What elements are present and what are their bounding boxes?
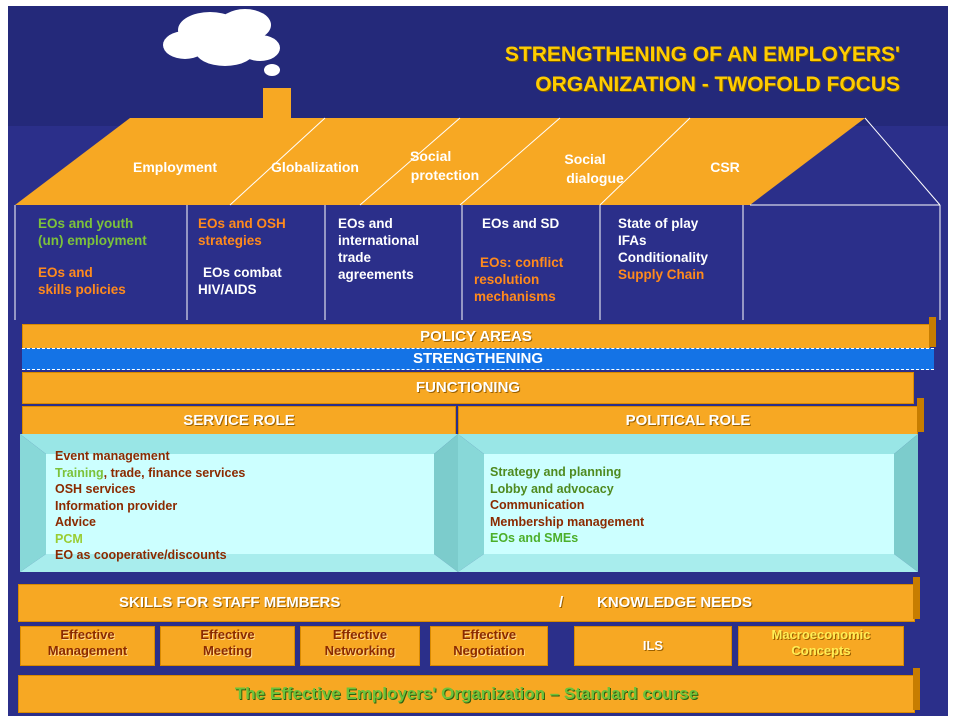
column-csr: State of play IFAs Conditionality Supply…: [618, 216, 708, 282]
service-item: EO as cooperative/discounts: [55, 548, 227, 562]
column-social-dialogue: EOs and SD EOs: conflict resolution mech…: [474, 216, 564, 304]
roof-label-social-protection: Social protection: [410, 148, 480, 183]
service-item: OSH services: [55, 482, 136, 496]
column-social-protection: EOs and international trade agreements: [338, 216, 420, 282]
standard-course-bar: The Effective Employers' Organization – …: [18, 675, 915, 713]
title-line-1: STRENGTHENING OF AN EMPLOYERS': [504, 43, 900, 66]
political-item: EOs and SMEs: [490, 531, 579, 545]
service-items-list: Event management Training, trade, financ…: [55, 448, 245, 564]
column-employment: EOs and youth (un) employment EOs and sk…: [38, 216, 147, 297]
political-item: Communication: [490, 498, 585, 512]
service-item: Event management: [55, 449, 170, 463]
political-item: Strategy and planning: [490, 465, 622, 479]
roof-label-social-dialogue: Social dialogue: [564, 151, 624, 186]
skills-left-label: SKILLS FOR STAFF MEMBERS: [119, 594, 341, 611]
roof: [15, 118, 865, 205]
skills-separator: /: [559, 594, 564, 611]
policy-areas-bar-side: [929, 317, 936, 347]
skills-bar-side: [913, 577, 920, 619]
service-panel: [20, 434, 458, 572]
cloud-shape: [163, 9, 280, 76]
slide-title: STRENGTHENING OF AN EMPLOYERS' ORGANIZAT…: [300, 40, 900, 100]
service-role-bar: SERVICE ROLE: [22, 406, 456, 436]
skill-box-ils: ILS: [574, 626, 732, 666]
political-item: Lobby and advocacy: [490, 481, 614, 496]
roles-bar-side: [917, 398, 924, 432]
service-item: Information provider: [55, 498, 178, 513]
service-item: Training, trade, finance services: [55, 465, 246, 480]
title-banner: [8, 6, 948, 126]
strengthening-band: STRENGTHENING: [22, 348, 934, 370]
roof-label-employment: Employment: [132, 159, 217, 175]
political-item: Membership management: [490, 514, 645, 529]
roof-label-globalization: Globalization: [271, 159, 359, 175]
footer-bar-side: [913, 668, 920, 710]
political-role-bar: POLITICAL ROLE: [458, 406, 918, 436]
column-globalization: EOs and OSH strategies EOs combat HIV/AI…: [198, 216, 286, 297]
functioning-bar: FUNCTIONING: [22, 372, 914, 404]
political-panel: [458, 434, 918, 572]
skills-bar: SKILLS FOR STAFF MEMBERS / KNOWLEDGE NEE…: [18, 584, 915, 622]
skills-right-label: KNOWLEDGE NEEDS: [597, 594, 753, 611]
policy-areas-bar: POLICY AREAS: [22, 324, 930, 350]
chimney: [263, 88, 291, 120]
title-line-2: ORGANIZATION - TWOFOLD FOCUS: [535, 73, 900, 96]
roof-label-csr: CSR: [710, 159, 740, 175]
service-item: Advice: [55, 515, 96, 529]
political-items-list: Strategy and planning Lobby and advocacy…: [490, 464, 644, 547]
service-item: PCM: [55, 531, 83, 546]
